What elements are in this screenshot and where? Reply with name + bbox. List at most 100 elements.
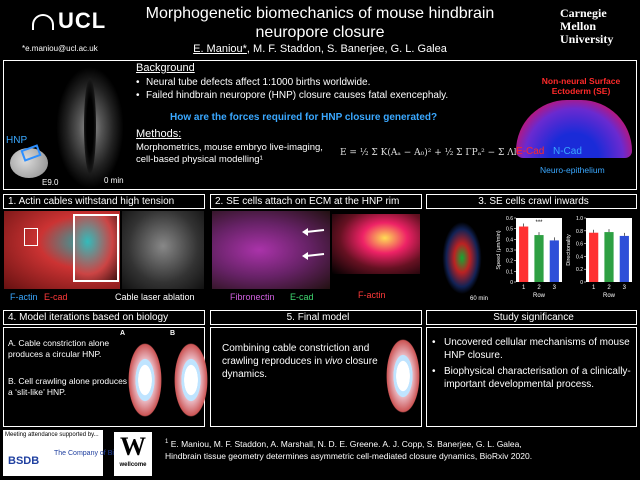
final-model-text: Combining cable constriction and crawlin… — [222, 342, 382, 381]
reference-line2: Hindbrain tissue geometry determines asy… — [165, 450, 533, 461]
ucl-dome-icon — [32, 14, 54, 31]
final-model-text-post: closure dynamics. — [222, 356, 378, 380]
factin-label: F-actin — [10, 292, 38, 302]
background-heading: Background — [136, 62, 195, 74]
model-a-label: A — [120, 330, 126, 337]
y-tick-label: 0.6 — [576, 242, 583, 248]
support-box: Meeting attendance supported by... — [3, 430, 103, 476]
time-label: 0 min — [104, 176, 124, 185]
methods-line: cell-based physical modelling¹ — [136, 154, 263, 165]
y-tick-label: 0.2 — [576, 267, 583, 273]
actin-inset — [73, 214, 119, 282]
model-b-text: B. Cell crawling alone produces a ‘slit-… — [8, 376, 128, 397]
methods-text: Morphometrics, mouse embryo live-imaging… — [136, 142, 326, 166]
y-tick-label: 0.1 — [506, 269, 513, 275]
reference: 1 E. Maniou, M. F. Staddon, A. Marshall,… — [165, 436, 635, 462]
methods-line: Morphometrics, mouse embryo live-imaging… — [136, 142, 323, 153]
actin-roi-box — [24, 228, 38, 246]
x-tick-label: 1 — [522, 285, 526, 291]
y-tick-label: 1.0 — [576, 216, 583, 222]
bar — [549, 240, 559, 282]
author-list: E. Maniou*, M. F. Staddon, S. Banerjee, … — [110, 43, 530, 55]
embryo-image — [10, 148, 48, 178]
se-label: Non-neural Surface Ectoderm (SE) — [541, 76, 621, 96]
significance-annotation: *** — [535, 220, 543, 226]
reference-number: 1 — [165, 439, 169, 445]
time-label: 60 min — [470, 296, 489, 302]
background-list: Neural tube defects affect 1:1000 births… — [136, 76, 448, 102]
y-tick-label: 0.4 — [506, 237, 513, 243]
y-tick-label: 0.3 — [506, 248, 513, 254]
factin-micrograph — [332, 214, 420, 274]
intro-section — [3, 60, 637, 190]
hnp-gap — [84, 78, 96, 174]
first-author: E. Maniou* — [193, 43, 247, 55]
research-question: How are the forces required for HNP clos… — [170, 112, 438, 123]
y-tick-label: 0.6 — [506, 216, 513, 222]
y-axis-label: Directionality — [566, 234, 572, 266]
bar — [604, 232, 614, 282]
model-b-shape — [172, 338, 210, 422]
y-tick-label: 0.4 — [576, 254, 583, 260]
fibronectin-label: Fibronectin — [230, 292, 275, 302]
panel4-title: 4. Model iterations based on biology — [3, 310, 205, 325]
ecad-label: E-cad — [44, 292, 68, 302]
cmu-line2: Mellon — [560, 19, 596, 33]
laser-ablation-image — [122, 211, 204, 289]
cob-logo: The Company of Biologists — [54, 450, 138, 457]
model-b-label: B — [170, 330, 176, 337]
x-tick-label: 3 — [623, 285, 627, 291]
panel5-title: 5. Final model — [210, 310, 422, 325]
background-item: Failed hindbrain neuropore (HNP) closure… — [136, 89, 448, 102]
significance-item: Uncovered cellular mechanisms of mouse H… — [432, 336, 632, 362]
methods-heading: Methods: — [136, 128, 182, 140]
laser-label: Cable laser ablation — [115, 292, 195, 302]
x-tick-label: 1 — [592, 285, 596, 291]
y-tick-label: 0.8 — [576, 229, 583, 235]
ecad-label: E-Cad — [516, 146, 545, 157]
x-tick-label: 2 — [537, 285, 541, 291]
cmu-line1: Carnegie — [560, 6, 607, 20]
wellcome-logo: W wellcome — [114, 432, 152, 476]
crawl-tracks-image — [434, 218, 490, 298]
ucl-logo-text: UCL — [58, 8, 107, 33]
significance-item: Biophysical characterisation of a clinic… — [432, 365, 632, 391]
ncad-label: N-Cad — [553, 146, 582, 157]
poster-title: Morphogenetic biomechanics of mouse hind… — [145, 5, 495, 41]
author-email: *e.maniou@ucl.ac.uk — [22, 44, 98, 53]
ecm-micrograph — [212, 211, 330, 289]
ucl-logo: UCL — [32, 8, 106, 34]
bar — [589, 232, 599, 282]
factin-label: F-actin — [358, 290, 386, 300]
arrows-icon — [302, 228, 325, 260]
final-model-text-pre: Combining cable constriction and crawlin… — [222, 343, 370, 367]
cmu-logo: Carnegie Mellon University — [560, 7, 613, 46]
y-tick-label: 0 — [580, 280, 583, 286]
model-a-text: A. Cable constriction alone produces a c… — [8, 338, 110, 359]
final-model-text-italic: vivo — [324, 356, 343, 367]
neuroepithelium-label: Neuro-epithelium — [540, 165, 605, 175]
bsdb-logo: BSDB — [8, 455, 40, 467]
y-tick-label: 0.2 — [506, 259, 513, 265]
final-model-shape — [384, 334, 422, 418]
other-authors: , M. F. Staddon, S. Banerjee, G. L. Gale… — [246, 43, 447, 55]
y-axis-label: Speed (µm/min) — [496, 230, 502, 269]
cmu-line3: University — [560, 32, 614, 46]
panel3-title: 3. SE cells crawl inwards — [426, 194, 637, 209]
y-tick-label: 0.5 — [506, 227, 513, 233]
bar — [519, 226, 529, 282]
x-axis-label: Row — [603, 293, 616, 299]
x-tick-label: 2 — [607, 285, 611, 291]
panel6-body — [426, 327, 637, 427]
bar — [534, 235, 544, 282]
energy-equation: E = ½ Σ K(Aₐ − A₀)² + ½ Σ ΓPₐ² − Σ Λl — [340, 148, 517, 158]
panel2-title: 2. SE cells attach on ECM at the HNP rim — [210, 194, 422, 209]
stage-label: E9.0 — [42, 178, 59, 187]
wellcome-text: wellcome — [119, 462, 147, 468]
wellcome-mark: W — [120, 432, 146, 461]
background-item: Neural tube defects affect 1:1000 births… — [136, 76, 448, 89]
bar — [619, 235, 629, 282]
panel1-title: 1. Actin cables withstand high tension — [3, 194, 205, 209]
